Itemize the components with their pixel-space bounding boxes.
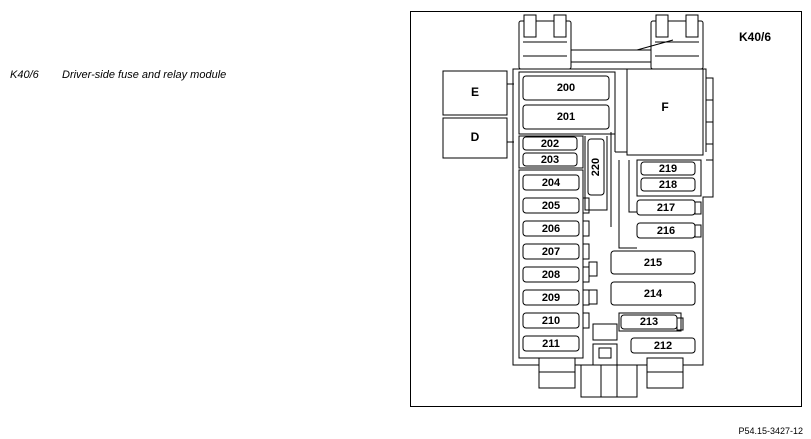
- fuse-212-label: 212: [654, 340, 672, 352]
- legend-code: K40/6: [10, 69, 39, 81]
- fuse-206-label: 206: [542, 223, 560, 235]
- fuse-208-label: 208: [542, 269, 560, 281]
- fuse-220-label: 220: [590, 158, 602, 176]
- fuse-219: [640, 161, 696, 176]
- fuse-218: [640, 177, 696, 192]
- fuse-214: [610, 281, 696, 306]
- relay-f: [626, 68, 704, 156]
- fuse-211: [522, 335, 580, 352]
- fuse-203: [522, 152, 578, 167]
- bottom-connectors: [538, 323, 684, 398]
- module-label: K40/6: [739, 30, 771, 44]
- fuse-215-label: 215: [644, 257, 662, 269]
- fuse-204-label: 204: [542, 177, 561, 189]
- top-right-connector: [650, 14, 704, 70]
- fuse-216-label: 216: [657, 225, 675, 237]
- fuse-208: [522, 266, 580, 283]
- top-left-connector: [518, 14, 572, 70]
- fuse-213-label: 213: [640, 316, 658, 328]
- fuse-210: [522, 312, 580, 329]
- fuse-204: [522, 174, 580, 191]
- leader-line: [636, 39, 674, 51]
- reference-code: P54.15-3427-12: [738, 426, 803, 436]
- fuse-219-label: 219: [659, 163, 677, 175]
- relay-d-label: D: [471, 130, 480, 144]
- fuse-206: [522, 220, 580, 237]
- fuse-212: [630, 337, 696, 354]
- fuse-201: [522, 104, 610, 130]
- fuse-201-label: 201: [557, 111, 575, 123]
- relay-e-label: E: [471, 85, 479, 99]
- fuse-202-label: 202: [541, 138, 559, 150]
- fuse-209-label: 209: [542, 292, 560, 304]
- fuse-209: [522, 289, 580, 306]
- relay-f-label: F: [661, 100, 668, 114]
- fuse-217-label: 217: [657, 202, 675, 214]
- left-fuse-column: [522, 174, 580, 352]
- relay-d: [442, 117, 508, 159]
- diagram-frame: K40/6 E D F 200 201 202 203 204 205 206 …: [410, 11, 802, 407]
- fuse-220: [587, 138, 605, 196]
- fuse-200: [522, 75, 610, 101]
- fuse-210-label: 210: [542, 315, 560, 327]
- fuse-215: [610, 250, 696, 275]
- fuse-207: [522, 243, 580, 260]
- legend-description: Driver-side fuse and relay module: [62, 69, 227, 81]
- fuse-box-diagram: K40/6 E D F 200 201 202 203 204 205 206 …: [442, 14, 771, 398]
- fuse-203-label: 203: [541, 154, 559, 166]
- fuse-207-label: 207: [542, 246, 560, 258]
- relay-e: [442, 70, 508, 116]
- fuse-205: [522, 197, 580, 214]
- fuse-202: [522, 136, 578, 151]
- fuse-214-label: 214: [644, 288, 663, 300]
- fuse-211-label: 211: [542, 338, 560, 350]
- fuse-200-label: 200: [557, 82, 575, 94]
- legend-entry: K40/6 Driver-side fuse and relay module: [10, 69, 226, 81]
- fuse-218-label: 218: [659, 179, 677, 191]
- fuse-205-label: 205: [542, 200, 560, 212]
